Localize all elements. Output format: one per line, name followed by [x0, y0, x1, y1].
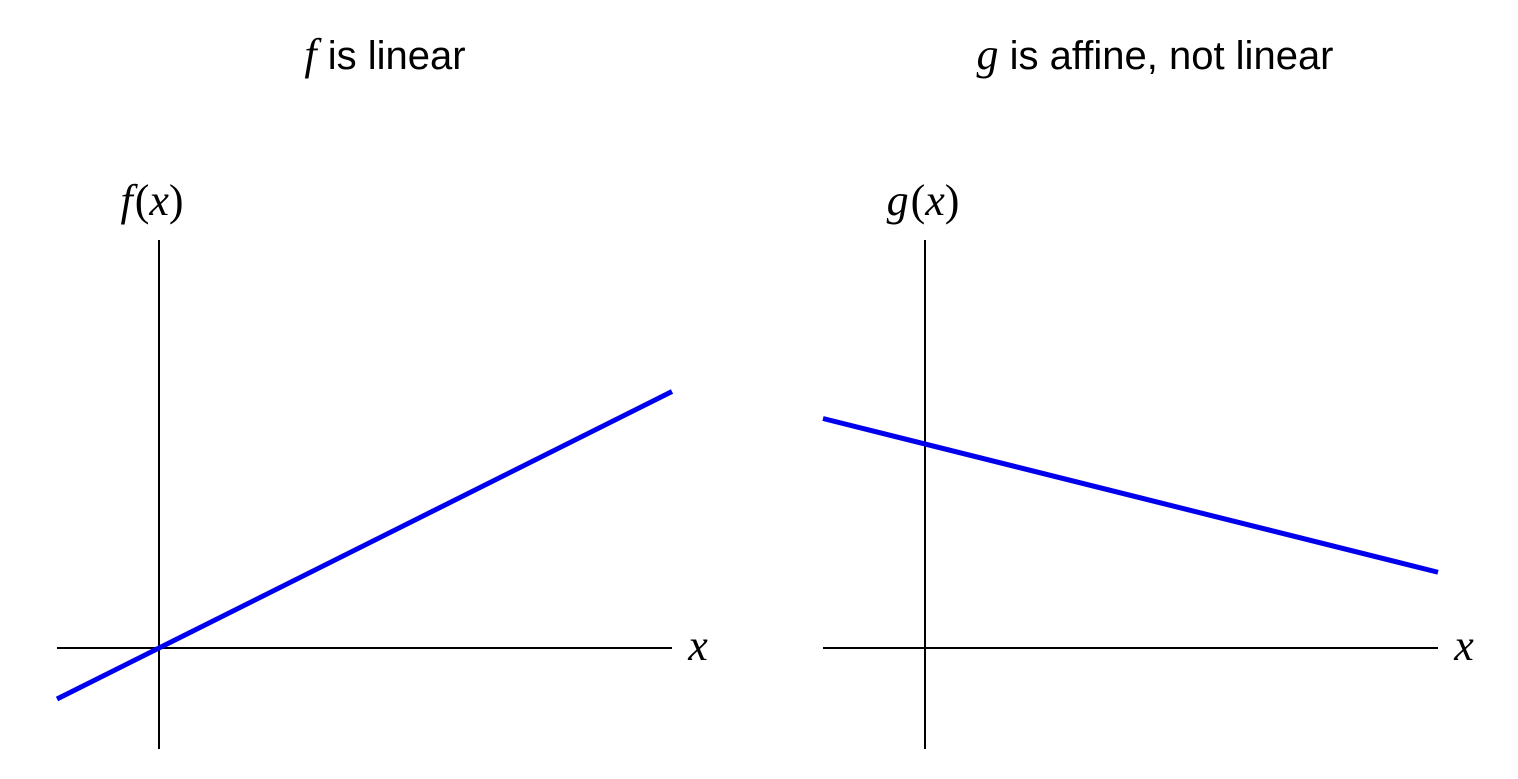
- right-y-label-fn: g: [887, 176, 909, 225]
- right-y-label-var: x: [924, 176, 945, 225]
- right-title-text: is affine, not linear: [998, 34, 1333, 78]
- left-y-label-open: (: [135, 176, 150, 225]
- right-y-axis-label: g(x): [887, 176, 960, 225]
- right-y-label-close: ): [945, 176, 960, 225]
- left-y-label-var: x: [148, 176, 169, 225]
- left-panel-title: f is linear: [304, 30, 465, 79]
- right-title-symbol: g: [976, 30, 998, 79]
- left-x-axis-label: x: [687, 621, 708, 670]
- left-function-line: [55, 389, 674, 702]
- right-panel: g is affine, not linear g(x) x: [822, 30, 1474, 749]
- left-y-axis-label: f(x): [120, 176, 183, 225]
- right-panel-title: g is affine, not linear: [976, 30, 1333, 79]
- right-y-label-open: (: [911, 176, 926, 225]
- right-x-axis-label: x: [1453, 621, 1474, 670]
- left-title-text: is linear: [317, 34, 466, 78]
- left-panel: f is linear f(x) x: [55, 30, 708, 749]
- left-y-label-close: ): [169, 176, 184, 225]
- right-function-line: [822, 416, 1439, 575]
